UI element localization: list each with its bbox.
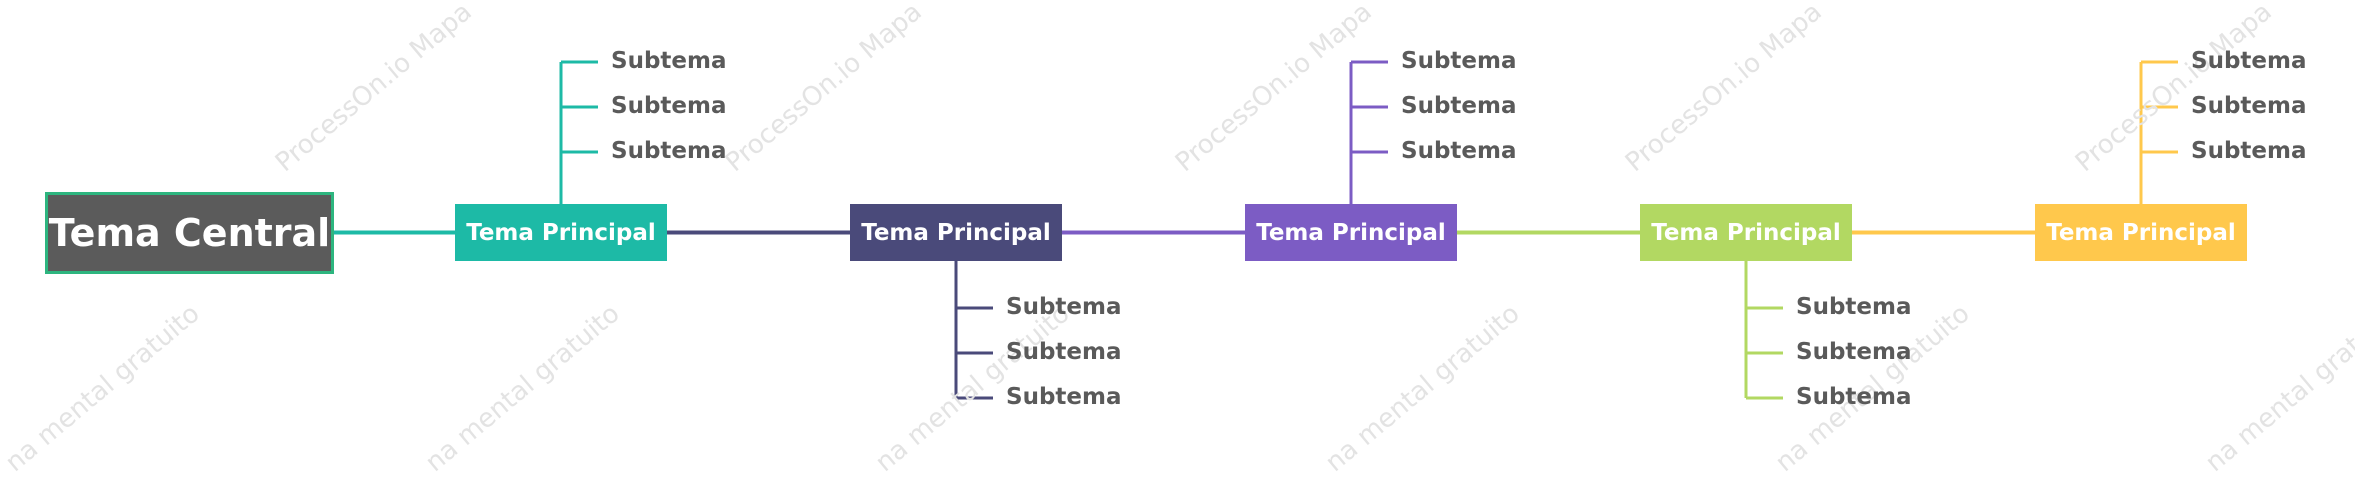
main-topic-1[interactable]: Tema Principal — [455, 204, 667, 261]
subtopic[interactable]: Subtema — [611, 93, 727, 119]
main-topic-label: Tema Principal — [1256, 219, 1446, 246]
main-topic-5[interactable]: Tema Principal — [2035, 204, 2247, 261]
subtopic[interactable]: Subtema — [1796, 339, 1912, 365]
subtopic[interactable]: Subtema — [2191, 138, 2307, 164]
main-topic-3[interactable]: Tema Principal — [1245, 204, 1457, 261]
subtopic[interactable]: Subtema — [1006, 294, 1122, 320]
main-topic-4[interactable]: Tema Principal — [1640, 204, 1852, 261]
main-topic-label: Tema Principal — [466, 219, 656, 246]
subtopic[interactable]: Subtema — [1401, 48, 1517, 74]
subtopic[interactable]: Subtema — [1006, 339, 1122, 365]
central-topic-label: Tema Central — [48, 211, 331, 255]
subtopic[interactable]: Subtema — [611, 48, 727, 74]
subtopic[interactable]: Subtema — [611, 138, 727, 164]
subtopic[interactable]: Subtema — [1796, 384, 1912, 410]
subtopic[interactable]: Subtema — [1401, 93, 1517, 119]
main-topic-label: Tema Principal — [1651, 219, 1841, 246]
central-topic[interactable]: Tema Central — [45, 192, 334, 274]
subtopic[interactable]: Subtema — [2191, 48, 2307, 74]
subtopic[interactable]: Subtema — [2191, 93, 2307, 119]
main-topic-label: Tema Principal — [861, 219, 1051, 246]
subtopic[interactable]: Subtema — [1796, 294, 1912, 320]
subtopic[interactable]: Subtema — [1006, 384, 1122, 410]
main-topic-2[interactable]: Tema Principal — [850, 204, 1062, 261]
main-topic-label: Tema Principal — [2046, 219, 2236, 246]
subtopic[interactable]: Subtema — [1401, 138, 1517, 164]
